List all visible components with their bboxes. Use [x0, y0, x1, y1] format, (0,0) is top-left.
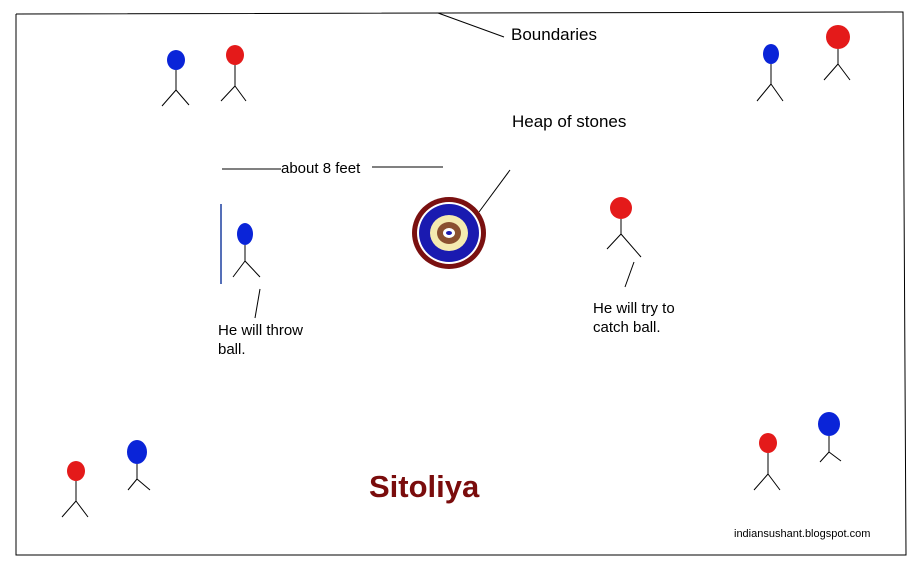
thrower-pointer — [254, 288, 261, 319]
player-blue — [818, 412, 842, 463]
boundaries-label: Boundaries — [511, 25, 597, 44]
player-catcher — [606, 197, 642, 258]
player-blue — [127, 440, 151, 491]
player-red — [61, 461, 89, 518]
catcher-label-line1: He will try to — [593, 300, 675, 317]
player-red — [220, 45, 247, 102]
players-group — [61, 25, 851, 518]
thrower-label-line1: He will throw — [218, 322, 303, 339]
heap-of-stones — [412, 197, 486, 269]
heap-label: Heap of stones — [512, 112, 626, 131]
catcher-pointer — [624, 261, 635, 288]
player-red — [753, 433, 781, 491]
field-boundary — [15, 11, 907, 556]
diagram-title: Sitoliya — [369, 469, 480, 504]
player-blue — [161, 50, 190, 107]
distance-label: about 8 feet — [281, 160, 361, 177]
player-blue — [756, 44, 784, 102]
player-red — [823, 25, 851, 81]
heap-pointer — [478, 169, 511, 213]
credit-text: indiansushant.blogspot.com — [734, 528, 870, 540]
boundaries-pointer — [437, 12, 505, 38]
catcher-label-line2: catch ball. — [593, 319, 661, 336]
player-thrower — [232, 223, 261, 278]
thrower-label-line2: ball. — [218, 341, 246, 358]
